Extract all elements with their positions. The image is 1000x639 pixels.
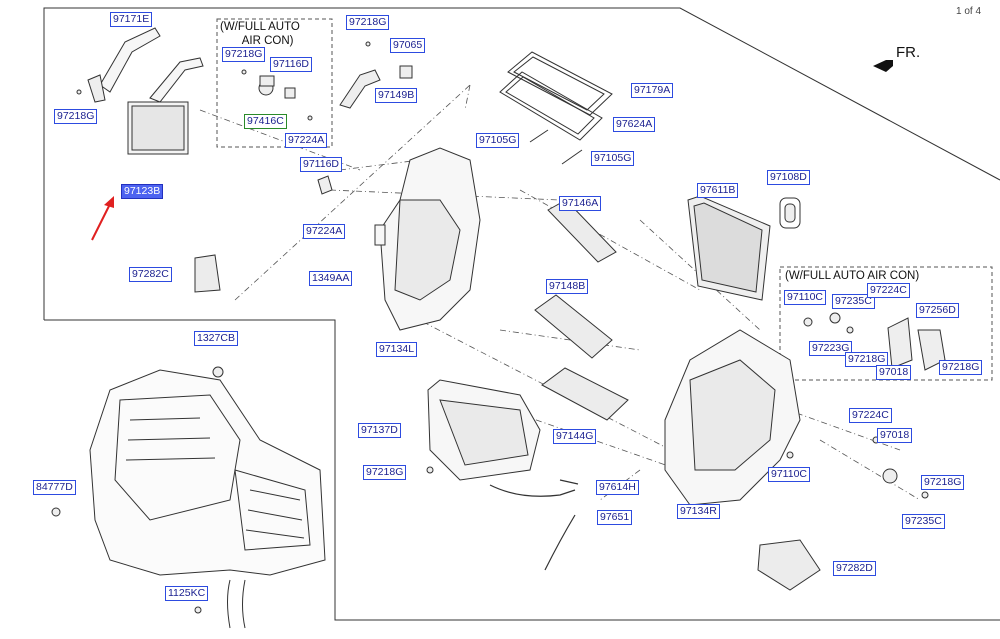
- part-label-1125KC[interactable]: 1125KC: [165, 586, 209, 601]
- evaporator-drawing: [687, 195, 801, 301]
- page-indicator: 1 of 4: [956, 6, 982, 17]
- part-label-97179A[interactable]: 97179A: [631, 83, 674, 98]
- part-label-1327CB[interactable]: 1327CB: [194, 331, 238, 346]
- part-label-97110C[interactable]: 97110C: [768, 467, 811, 482]
- part-label-97256D[interactable]: 97256D: [916, 303, 959, 318]
- filters-drawing: [499, 51, 613, 165]
- part-label-97018[interactable]: 97018: [876, 365, 912, 380]
- part-label-97224C[interactable]: 97224C: [849, 408, 892, 423]
- small-parts-drawing: [76, 41, 413, 121]
- part-label-97282C[interactable]: 97282C: [129, 267, 172, 282]
- option-boxes: [216, 18, 993, 381]
- part-label-97149B[interactable]: 97149B: [375, 88, 418, 103]
- front-direction-label: FR.: [896, 44, 921, 61]
- part-label-97224A[interactable]: 97224A: [285, 133, 328, 148]
- part-label-97108D[interactable]: 97108D: [767, 170, 810, 185]
- front-arrow-icon: [873, 60, 893, 72]
- part-label-97282D[interactable]: 97282D: [833, 561, 876, 576]
- part-label-97224C[interactable]: 97224C: [867, 283, 910, 298]
- part-label-97235C[interactable]: 97235C: [832, 294, 875, 309]
- part-label-97614H[interactable]: 97614H: [596, 480, 639, 495]
- part-label-97134R[interactable]: 97134R: [677, 504, 720, 519]
- part-label-97137D[interactable]: 97137D: [358, 423, 401, 438]
- part-label-97223G[interactable]: 97223G: [809, 341, 853, 356]
- part-label-97116D[interactable]: 97116D: [270, 57, 313, 72]
- assembly-drawing: [89, 369, 326, 629]
- blower-case-drawing: [427, 379, 541, 481]
- right-parts-drawing: [51, 175, 946, 614]
- part-label-97171E[interactable]: 97171E: [110, 12, 153, 27]
- part-label-97218G[interactable]: 97218G: [939, 360, 983, 375]
- case-left-drawing: [374, 147, 481, 331]
- part-label-97235C[interactable]: 97235C: [902, 514, 945, 529]
- heater-core-drawing: [87, 27, 204, 155]
- part-label-97218G[interactable]: 97218G: [346, 15, 390, 30]
- part-label-97110C[interactable]: 97110C: [784, 290, 827, 305]
- part-label-97018[interactable]: 97018: [877, 428, 913, 443]
- part-label-97218G[interactable]: 97218G: [54, 109, 98, 124]
- hoses-drawing: [489, 479, 579, 571]
- indicator-arrow-icon: [91, 196, 114, 241]
- option-note-full-auto-2: (W/FULL AUTO AIR CON): [785, 270, 920, 282]
- part-label-97144G[interactable]: 97144G: [553, 429, 597, 444]
- part-label-97651[interactable]: 97651: [597, 510, 633, 525]
- part-label-97148B[interactable]: 97148B: [546, 279, 589, 294]
- part-label-84777D[interactable]: 84777D: [33, 480, 76, 495]
- part-label-97105G[interactable]: 97105G: [591, 151, 635, 166]
- part-label-97065[interactable]: 97065: [390, 38, 426, 53]
- part-label-1349AA[interactable]: 1349AA: [309, 271, 353, 286]
- option-note-full-auto: (W/FULL AUTO AIR CON): [220, 21, 300, 47]
- part-label-97624A[interactable]: 97624A: [613, 117, 656, 132]
- part-label-97611B[interactable]: 97611B: [697, 183, 739, 198]
- part-label-97218G[interactable]: 97218G: [845, 352, 889, 367]
- part-label-97123B[interactable]: 97123B: [121, 184, 164, 199]
- doors-drawing: [534, 199, 629, 421]
- part-label-97116D[interactable]: 97116D: [300, 157, 343, 172]
- part-label-97105G[interactable]: 97105G: [476, 133, 520, 148]
- part-label-97218G[interactable]: 97218G: [363, 465, 407, 480]
- part-label-97416C[interactable]: 97416C: [244, 114, 287, 129]
- part-label-97134L[interactable]: 97134L: [376, 342, 418, 357]
- part-label-97218G[interactable]: 97218G: [222, 47, 266, 62]
- part-label-97224A[interactable]: 97224A: [303, 224, 346, 239]
- part-label-97218G[interactable]: 97218G: [921, 475, 965, 490]
- part-label-97146A[interactable]: 97146A: [559, 196, 602, 211]
- frame-lines: [43, 7, 1000, 621]
- case-right-drawing: [664, 329, 801, 506]
